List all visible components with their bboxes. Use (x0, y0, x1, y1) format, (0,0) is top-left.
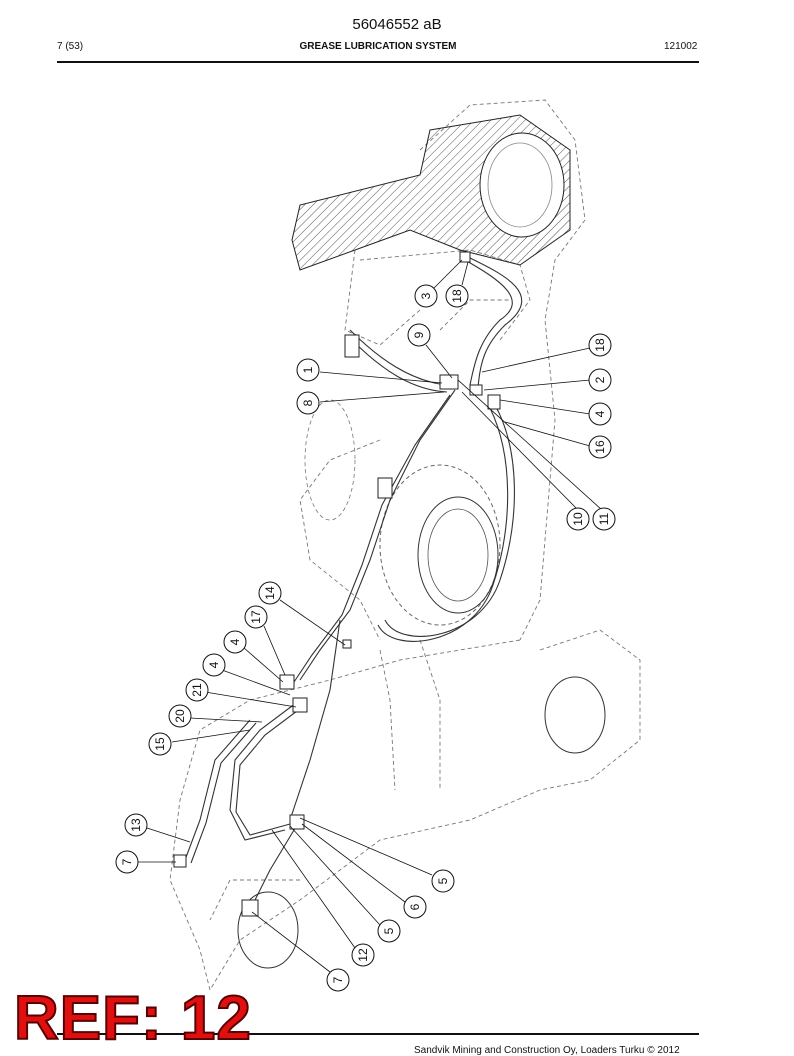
svg-text:12: 12 (356, 948, 370, 962)
svg-text:16: 16 (593, 440, 607, 454)
callout-18: 18 (445, 284, 469, 308)
section-title: GREASE LUBRICATION SYSTEM (299, 41, 457, 52)
footer-rule (57, 1033, 699, 1035)
svg-text:14: 14 (263, 586, 277, 600)
svg-text:8: 8 (301, 399, 315, 406)
center-bearing (237, 399, 606, 969)
boom-section (291, 114, 571, 271)
callout-11: 11 (592, 507, 616, 531)
svg-text:15: 15 (153, 737, 167, 751)
document-number: 56046552 aB (352, 16, 442, 33)
callout-18b: 18 (588, 333, 612, 357)
fittings (173, 251, 501, 917)
callout-12: 12 (351, 943, 375, 967)
revision-code: 121002 (664, 41, 698, 52)
svg-text:5: 5 (382, 927, 396, 934)
callout-5b: 5 (377, 919, 401, 943)
grease-hoses (184, 257, 523, 911)
svg-text:4: 4 (593, 410, 607, 417)
callout-20: 20 (168, 704, 192, 728)
svg-text:3: 3 (419, 292, 433, 299)
svg-text:13: 13 (129, 818, 143, 832)
callout-7: 7 (115, 850, 139, 874)
svg-text:18: 18 (450, 289, 464, 303)
callout-3: 3 (414, 284, 438, 308)
svg-text:4: 4 (228, 638, 242, 645)
svg-text:2: 2 (593, 376, 607, 383)
callout-2: 2 (588, 368, 612, 392)
callout-13: 13 (124, 813, 148, 837)
callout-10: 10 (566, 507, 590, 531)
callout-4b: 4 (223, 630, 247, 654)
svg-text:20: 20 (173, 709, 187, 723)
callout-15: 15 (148, 732, 172, 756)
callout-17: 17 (244, 605, 268, 629)
svg-text:18: 18 (593, 338, 607, 352)
svg-text:7: 7 (331, 976, 345, 983)
svg-text:9: 9 (412, 331, 426, 338)
callout-9: 9 (407, 323, 431, 347)
page-number: 7 (53) (57, 41, 84, 52)
svg-text:6: 6 (408, 903, 422, 910)
callout-8: 8 (296, 391, 320, 415)
svg-text:17: 17 (249, 610, 263, 624)
copyright-footer: Sandvik Mining and Construction Oy, Load… (414, 1045, 680, 1056)
svg-text:7: 7 (120, 858, 134, 865)
callout-7b: 7 (326, 968, 350, 992)
svg-text:11: 11 (597, 512, 611, 525)
callout-4c: 4 (202, 653, 226, 677)
callout-4: 4 (588, 402, 612, 426)
svg-text:4: 4 (207, 661, 221, 668)
callout-14: 14 (258, 581, 282, 605)
callout-5: 5 (431, 869, 455, 893)
callout-6: 6 (403, 895, 427, 919)
frame-outline (169, 99, 641, 991)
svg-text:10: 10 (571, 512, 585, 526)
svg-text:5: 5 (436, 877, 450, 884)
callout-1: 1 (296, 358, 320, 382)
callout-16: 16 (588, 435, 612, 459)
leader-lines (138, 259, 603, 973)
header-rule (57, 61, 699, 63)
ref-stamp: REF: 12 (13, 984, 252, 1053)
svg-text:1: 1 (301, 366, 315, 373)
svg-text:21: 21 (190, 683, 204, 697)
callout-21: 21 (185, 678, 209, 702)
